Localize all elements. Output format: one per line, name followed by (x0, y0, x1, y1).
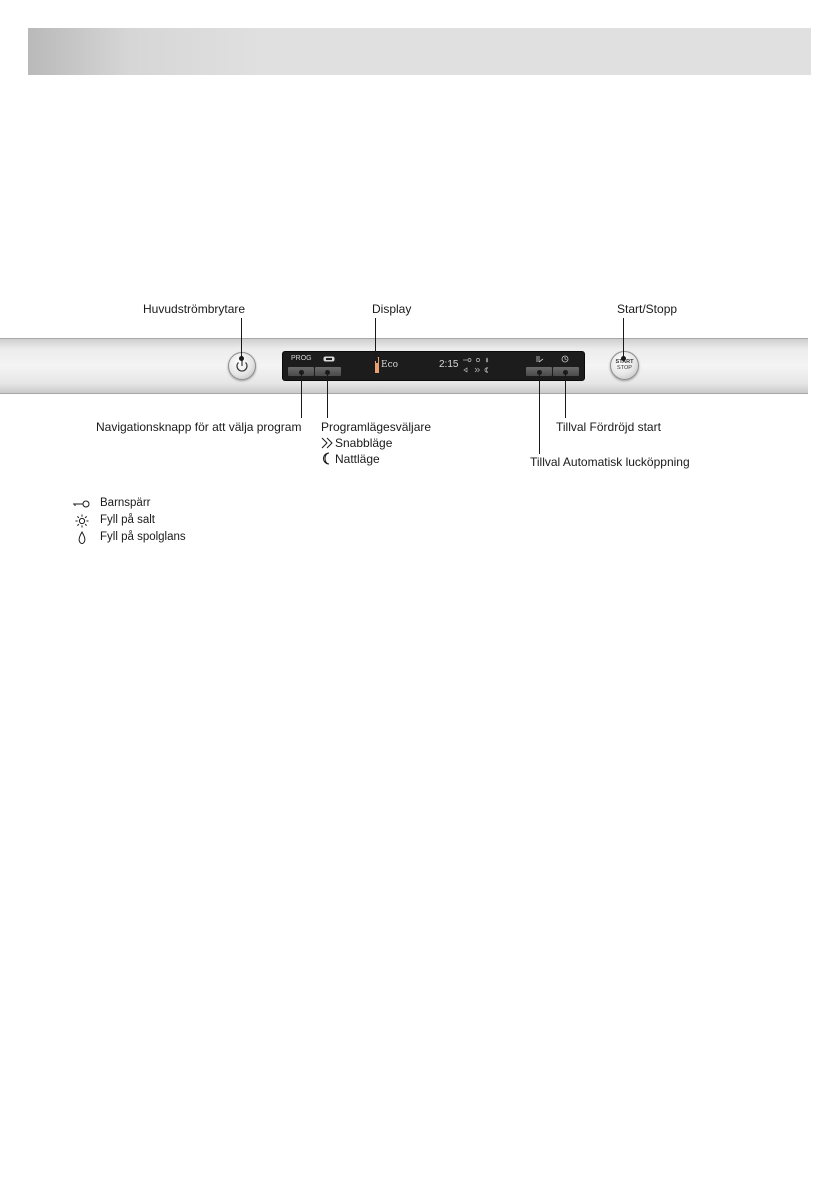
legend-label: Fyll på spolglans (100, 531, 186, 543)
leader-dot (299, 370, 304, 375)
auto-door-label: Tillval Automatisk lucköppning (530, 455, 690, 469)
night-mode-icon (321, 452, 335, 465)
salt-icon (72, 513, 92, 529)
nav-button-label: Navigationsknapp för att välja program (96, 420, 301, 434)
night-mode-label: Nattläge (335, 452, 380, 466)
eco-text: Eco (381, 360, 398, 370)
leader-dot (239, 356, 244, 361)
leader-auto-door (539, 372, 540, 454)
start-stop-label: Start/Stopp (617, 302, 677, 316)
header-bar (28, 28, 811, 75)
leader-mode (327, 372, 328, 418)
key-icon (72, 496, 92, 512)
auto-door-icon (535, 355, 545, 363)
mode-selector-label: Programlägesväljare (321, 420, 431, 434)
drop-icon (72, 530, 92, 546)
leader-dot (325, 370, 330, 375)
leader-dot (621, 356, 626, 361)
time-text: 2:15 (439, 359, 458, 370)
fast-mode-label: Snabbläge (335, 436, 392, 450)
main-switch-label: Huvudströmbrytare (143, 302, 245, 316)
fast-mode-icon (321, 437, 335, 449)
prog-text: PROG (291, 355, 312, 362)
leader-delay (565, 372, 566, 418)
clock-icon (561, 355, 569, 363)
leader-display (375, 318, 376, 358)
legend-label: Barnspärr (100, 497, 151, 509)
leader-dot (563, 370, 568, 375)
leader-dot (537, 370, 542, 375)
legend-label: Fyll på salt (100, 514, 155, 526)
leader-nav (301, 372, 302, 418)
stop-text: STOP (611, 365, 638, 371)
status-indicators (463, 356, 493, 376)
leader-dot (373, 356, 378, 361)
mode-icon (323, 356, 335, 362)
delayed-start-label: Tillval Fördröjd start (556, 420, 661, 434)
leader-main-switch (241, 318, 242, 358)
display-label: Display (372, 302, 411, 316)
leader-start-stop (623, 318, 624, 358)
